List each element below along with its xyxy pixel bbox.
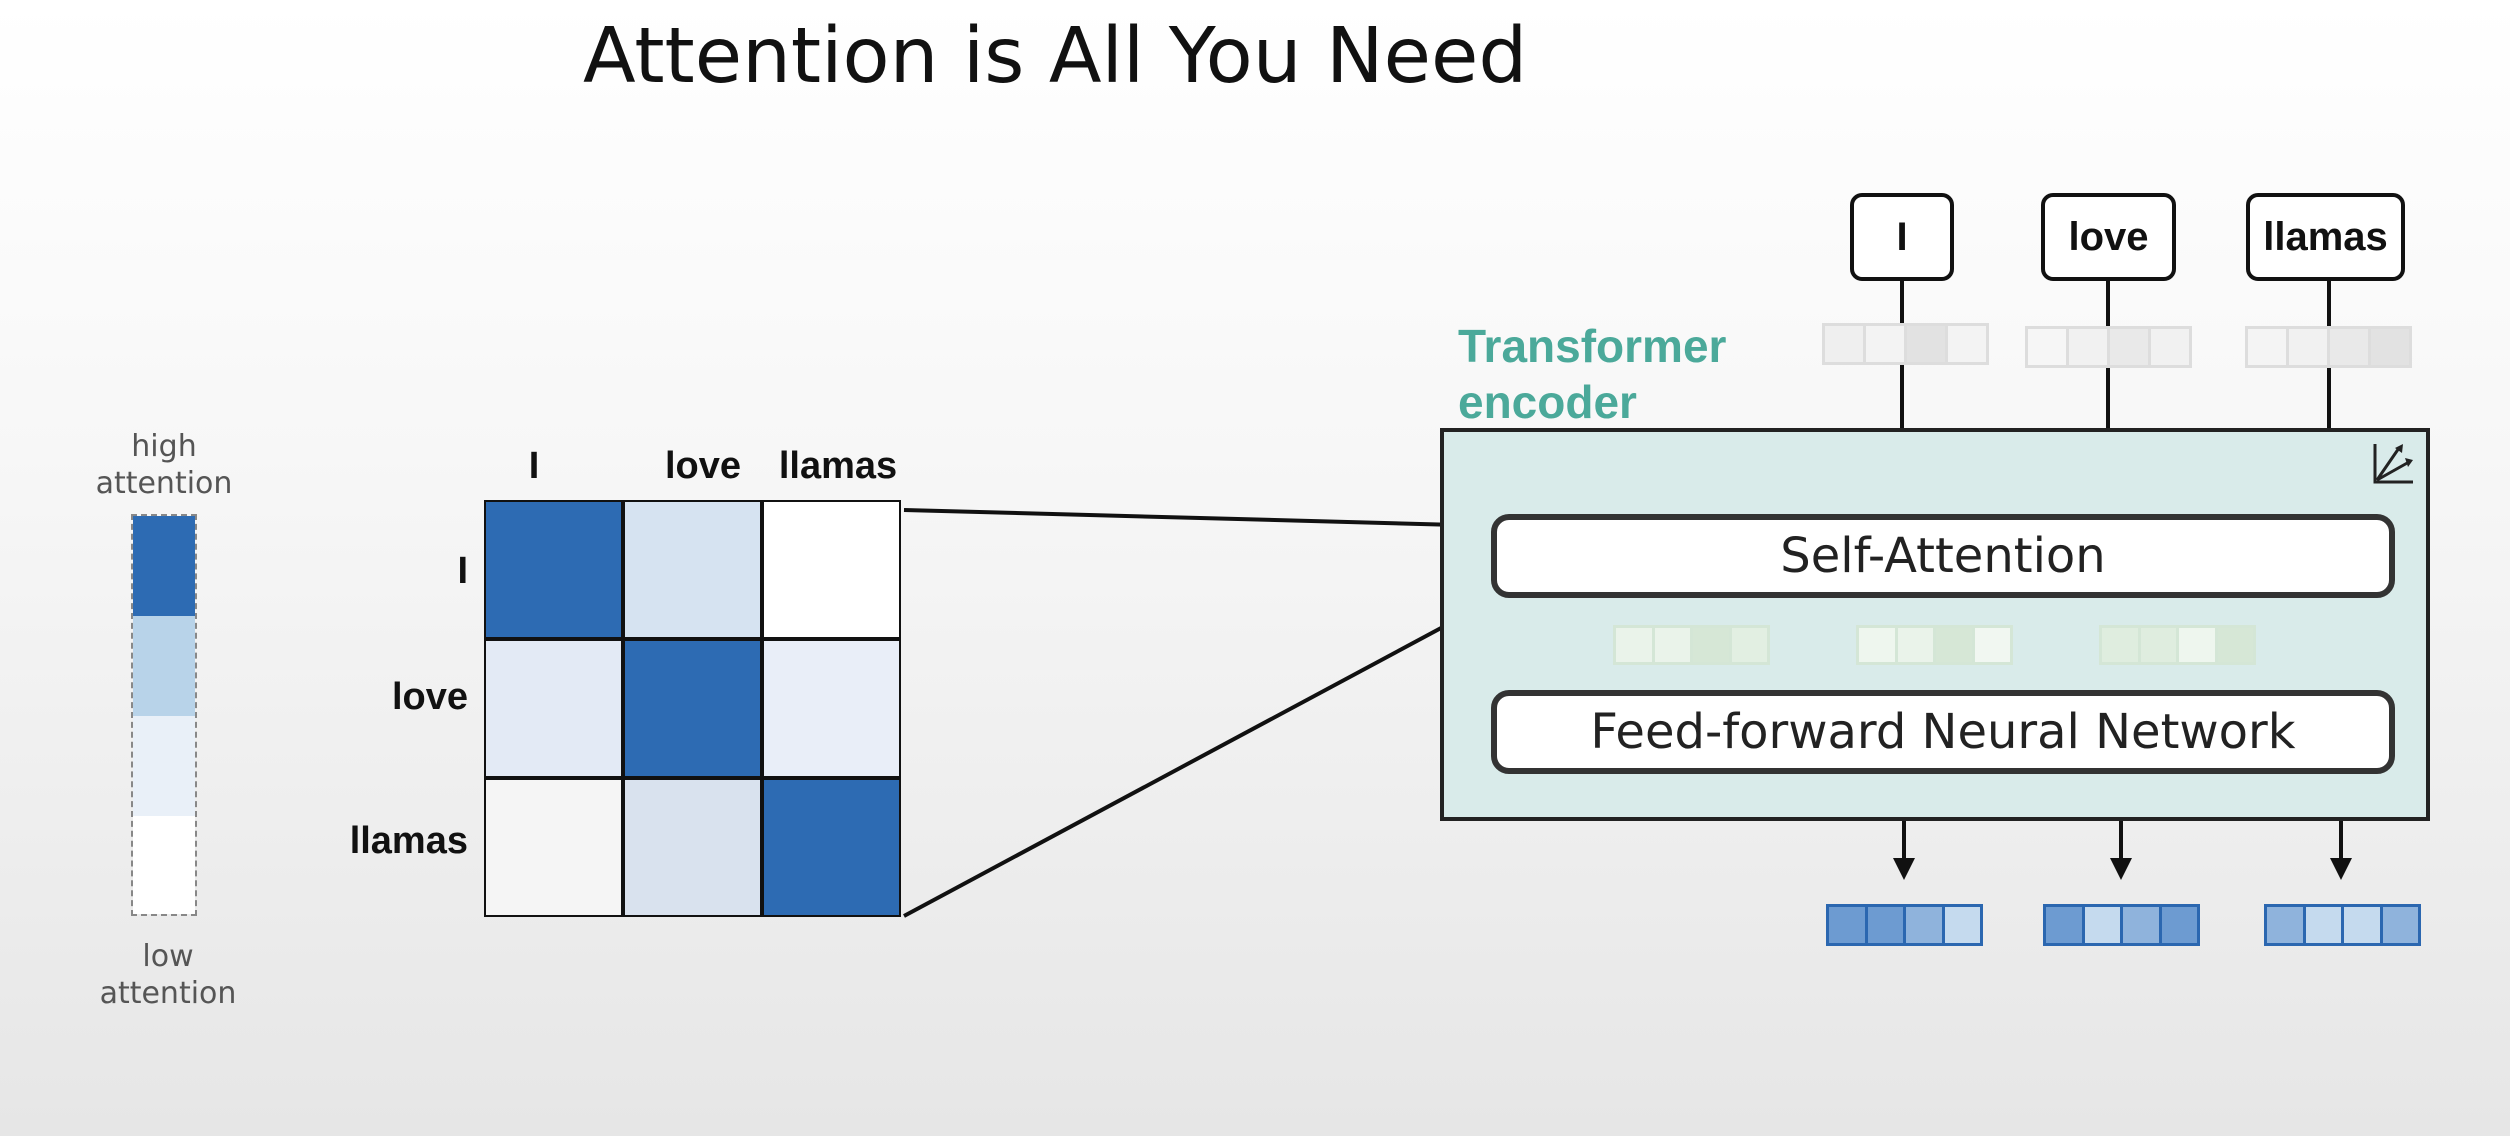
vector-cell [1948, 326, 1986, 362]
token-box-llamas: llamas [2246, 193, 2405, 281]
matrix-column-label-love: love [664, 445, 742, 487]
matrix-cell [762, 500, 901, 639]
vector-cell [2110, 329, 2151, 365]
encoder-title: Transformer encoder [1458, 318, 1726, 430]
input-vector [2025, 326, 2192, 368]
vector-cell [2267, 907, 2306, 943]
legend-segment-mid [133, 616, 195, 716]
vector-cell [1693, 628, 1732, 662]
matrix-row-label-llamas: llamas [349, 820, 468, 862]
vector-cell [2382, 907, 2418, 943]
vector-cell [1829, 907, 1868, 943]
vector-cell [1616, 628, 1655, 662]
vector-cell [2179, 628, 2218, 662]
vector-cell [2344, 907, 2383, 943]
matrix-row-label-i: I [457, 550, 468, 592]
vector-cell [2028, 329, 2069, 365]
vector-cell [1944, 907, 1980, 943]
token-box-i: I [1850, 193, 1954, 281]
vector-cell [1825, 326, 1866, 362]
legend-segment-light [133, 716, 195, 816]
self-attention-layer: Self-Attention [1491, 514, 2395, 598]
legend-low-label: low attention [78, 938, 258, 1012]
vector-cell [2217, 628, 2253, 662]
vector-cell [1866, 326, 1907, 362]
vector-cell [2102, 628, 2141, 662]
matrix-cell [484, 639, 623, 778]
legend-low-line2: attention [99, 976, 237, 1011]
vector-cell [2084, 907, 2123, 943]
feed-forward-layer: Feed-forward Neural Network [1491, 690, 2395, 774]
output-vector [2264, 904, 2421, 946]
zoom-line-bottom [903, 596, 1498, 918]
matrix-cell [623, 778, 762, 917]
output-vector [2043, 904, 2200, 946]
input-vector [2245, 326, 2412, 368]
legend-high-line2: attention [95, 466, 233, 501]
encoder-title-line1: Transformer [1458, 320, 1727, 372]
matrix-cell [762, 639, 901, 778]
legend-segment-low [133, 816, 195, 914]
page-title: Attention is All You Need [583, 12, 1528, 101]
vector-cell [1867, 907, 1906, 943]
vector-cell [2161, 907, 2197, 943]
output-arrowhead-3 [2330, 858, 2352, 880]
intermediate-vector [2099, 625, 2256, 665]
input-vector [1822, 323, 1989, 365]
vector-cell [2330, 329, 2371, 365]
vector-cell [2140, 628, 2179, 662]
vector-cell [2123, 907, 2162, 943]
vector-cell [1906, 907, 1945, 943]
vector-cell [2069, 329, 2110, 365]
attention-matrix [484, 500, 904, 918]
legend-segment-high [133, 516, 195, 616]
vector-cell [2305, 907, 2344, 943]
output-arrowhead-2 [2110, 858, 2132, 880]
vector-cell [2289, 329, 2330, 365]
intermediate-vector [1613, 625, 1770, 665]
legend-high-line1: high [131, 429, 197, 464]
attention-legend-bar [131, 514, 197, 916]
matrix-row-label-love: love [391, 676, 468, 718]
intermediate-vector [1856, 625, 2013, 665]
encoder-title-line2: encoder [1458, 376, 1637, 428]
matrix-cell [623, 500, 762, 639]
vector-cell [1654, 628, 1693, 662]
chart-arrows-icon [2373, 444, 2413, 484]
legend-high-label: high attention [74, 428, 254, 502]
vector-cell [2371, 329, 2409, 365]
matrix-cell [484, 500, 623, 639]
matrix-column-label-i: I [528, 445, 540, 487]
vector-cell [1731, 628, 1767, 662]
vector-cell [2151, 329, 2189, 365]
legend-low-line1: low [142, 939, 194, 974]
matrix-cell [623, 639, 762, 778]
zoom-line-top [903, 508, 1496, 528]
vector-cell [1907, 326, 1948, 362]
token-box-love: love [2041, 193, 2176, 281]
vector-cell [2248, 329, 2289, 365]
vector-cell [1936, 628, 1975, 662]
vector-cell [1859, 628, 1898, 662]
vector-cell [2046, 907, 2085, 943]
output-vector [1826, 904, 1983, 946]
vector-cell [1897, 628, 1936, 662]
matrix-column-label-llamas: llamas [778, 445, 898, 487]
vector-cell [1974, 628, 2010, 662]
matrix-cell [762, 778, 901, 917]
output-arrowhead-1 [1893, 858, 1915, 880]
matrix-cell [484, 778, 623, 917]
